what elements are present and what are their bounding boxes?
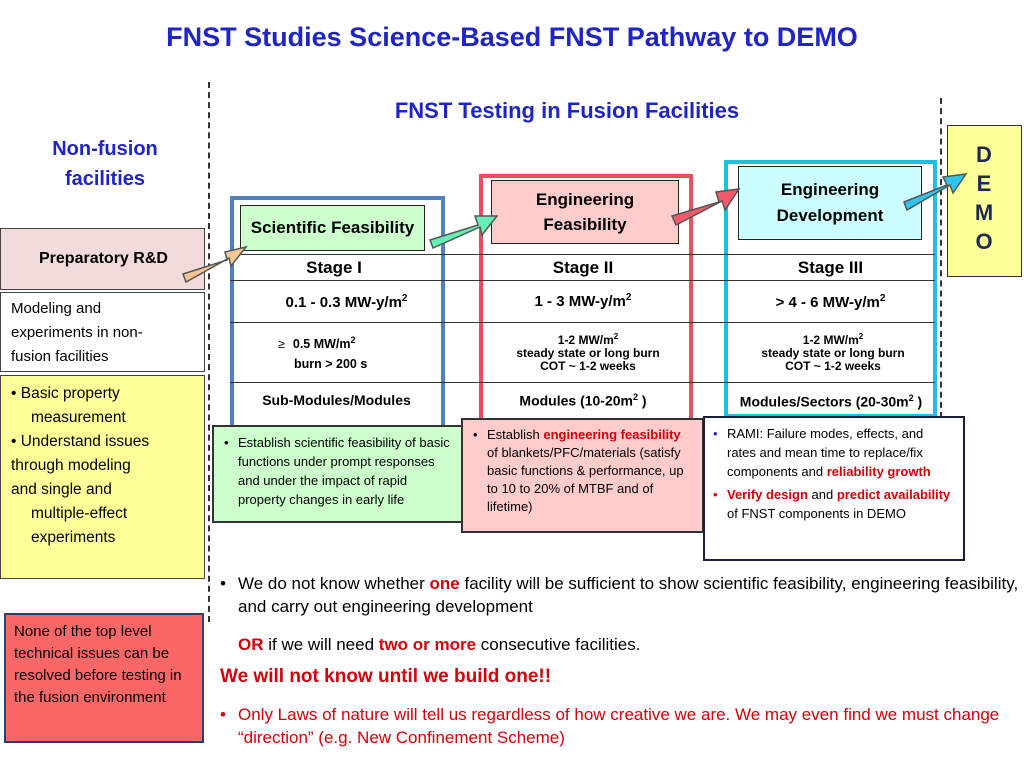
stage3-modules: Modules/Sectors (20-30m2 ) xyxy=(739,393,923,410)
left-divider xyxy=(208,82,210,622)
build-one-statement: We will not know until we build one!! xyxy=(220,666,552,687)
stage2-fluence: 1 - 3 MW-y/m2 xyxy=(534,292,632,310)
stage3-label: Stage III xyxy=(797,258,864,277)
bullet-laws-of-nature: •Only Laws of nature will tell us regard… xyxy=(220,705,1000,747)
bullet-dot: • xyxy=(713,426,718,441)
stage-divider xyxy=(230,382,935,383)
scientific-feasibility-box: Scientific Feasibility xyxy=(240,205,425,251)
stage2-label: Stage II xyxy=(552,258,614,277)
stage1-modules: Sub-Modules/Modules xyxy=(262,392,411,408)
bullet-dot: • xyxy=(224,435,229,450)
bullet-one-facility: • We do not know whether one facility wi… xyxy=(220,574,1019,616)
section-subtitle: FNST Testing in Fusion Facilities xyxy=(394,98,740,123)
basic-property-box: • Basic property measurement • Understan… xyxy=(0,375,205,579)
page-title: FNST Studies Science-Based FNST Pathway … xyxy=(166,22,858,52)
stage1-conditions: ≥0.5 MW/m2 burn > 200 s xyxy=(278,335,368,372)
gte-symbol: ≥ xyxy=(278,337,285,352)
stage-divider xyxy=(230,254,935,255)
right-divider xyxy=(940,98,942,418)
bullet-dot: • xyxy=(713,487,718,502)
bullet-or-facilities: OR if we will need two or more consecuti… xyxy=(238,635,641,654)
stage2-modules: Modules (10-20m2 ) xyxy=(519,392,647,409)
stage3-conditions: 1-2 MW/m2 steady state or long burn COT … xyxy=(761,332,905,373)
stage-divider xyxy=(230,322,935,323)
bullet-dot: • xyxy=(220,705,226,724)
stage1-fluence: 0.1 - 0.3 MW-y/m2 xyxy=(285,293,408,311)
stage1-description-box: •Establish scientific feasibility of bas… xyxy=(212,425,464,523)
stage1-label: Stage I xyxy=(306,258,362,277)
engineering-feasibility-box: Engineering Feasibility xyxy=(491,180,679,244)
demo-box: D E M O xyxy=(947,125,1022,277)
bullet-dot: • xyxy=(220,574,226,593)
modeling-box: Modeling and experiments in non- fusion … xyxy=(0,292,205,372)
stage3-fluence: > 4 - 6 MW-y/m2 xyxy=(775,293,886,311)
engineering-development-box: Engineering Development xyxy=(738,166,922,240)
preparatory-rd-box: Preparatory R&D xyxy=(0,228,205,290)
stage3-description-box: • RAMI: Failure modes, effects, and rate… xyxy=(703,416,965,561)
bullet-dot: • xyxy=(473,427,478,442)
stage2-description-box: • Establish engineering feasibility of b… xyxy=(461,418,704,533)
stage2-conditions: 1-2 MW/m2 steady state or long burn COT … xyxy=(516,332,660,373)
no-resolution-box: None of the top level technical issues c… xyxy=(4,613,204,743)
non-fusion-heading: Non-fusion facilities xyxy=(52,138,158,190)
stage-divider xyxy=(230,280,935,281)
